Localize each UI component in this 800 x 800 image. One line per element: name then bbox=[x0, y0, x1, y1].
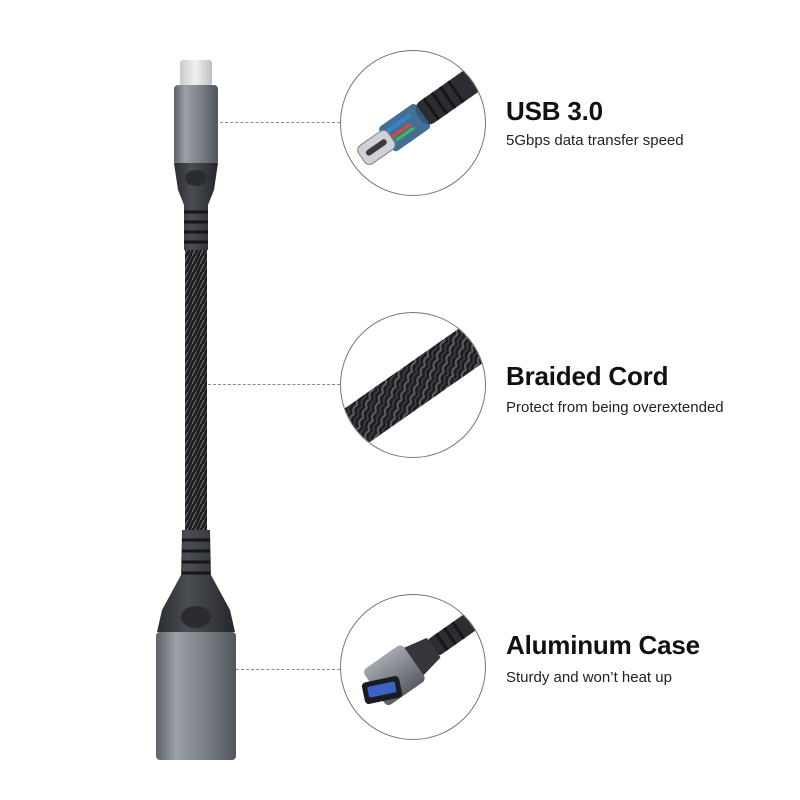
feature-desc-case: Sturdy and won’t heat up bbox=[506, 669, 672, 686]
usb-c-connector-closeup-icon bbox=[340, 50, 486, 196]
leader-line-braid bbox=[208, 384, 340, 385]
feature-desc-usb: 5Gbps data transfer speed bbox=[506, 132, 684, 149]
braided-cable-closeup-icon bbox=[340, 312, 486, 458]
cable-product-image bbox=[150, 40, 260, 780]
feature-title-braid: Braided Cord bbox=[506, 361, 669, 391]
usb-a-female-closeup-icon bbox=[340, 594, 486, 740]
leader-line-usb bbox=[220, 122, 340, 123]
feature-title-case: Aluminum Case bbox=[506, 630, 700, 660]
feature-desc-braid: Protect from being overextended bbox=[506, 399, 724, 416]
feature-title-usb: USB 3.0 bbox=[506, 96, 603, 126]
leader-line-case bbox=[236, 669, 340, 670]
